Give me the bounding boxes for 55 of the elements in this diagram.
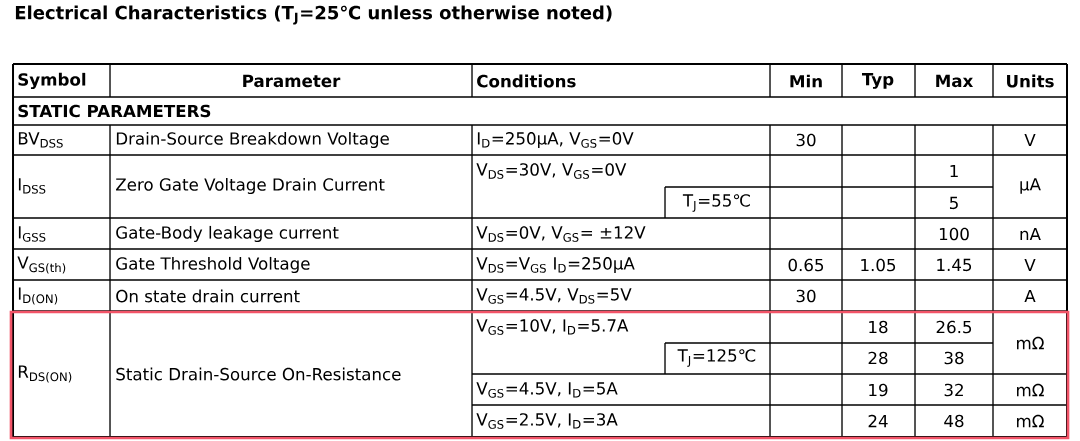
condition-text: V$_{DS}$=30V, V$_{GS}$=0V xyxy=(476,163,627,179)
symbol-text: V$_{GS(th)}$ xyxy=(17,256,66,274)
condition-text: T$_{J}$=125℃ xyxy=(677,349,756,367)
parameter-text: Drain-Source Breakdown Voltage xyxy=(116,131,389,149)
unit-text: mΩ xyxy=(1017,336,1044,350)
column-header: Min xyxy=(790,74,822,88)
value-text: 19 xyxy=(869,383,888,397)
value-text: 30 xyxy=(796,289,816,303)
column-header: Parameter xyxy=(243,74,341,88)
unit-text: V xyxy=(1024,133,1036,147)
condition-text: V$_{GS}$=4.5V, I$_{D}$=5A xyxy=(476,382,618,398)
condition-text: I$_{D}$=250µA, V$_{GS}$=0V xyxy=(477,132,634,148)
unit-text: V xyxy=(1024,258,1036,272)
value-text: 18 xyxy=(869,320,888,334)
unit-text: mΩ xyxy=(1017,414,1044,428)
value-text: 30 xyxy=(796,133,816,147)
condition-text: V$_{GS}$=4.5V, V$_{DS}$=5V xyxy=(476,288,632,304)
title: Electrical Characteristics (T$_{J}$=25℃ unless otherwise noted) xyxy=(15,5,612,25)
value-text: 32 xyxy=(944,383,963,397)
symbol-text: I$_{DSS}$ xyxy=(18,178,46,194)
column-header: Typ xyxy=(862,73,894,89)
value-text: 26.5 xyxy=(936,320,972,334)
parameter-text: On state drain current xyxy=(116,289,300,303)
value-text: 100 xyxy=(939,227,969,241)
column-header: Conditions xyxy=(477,74,576,88)
parameter-text: Zero Gate Voltage Drain Current xyxy=(116,177,385,195)
value-text: 1.05 xyxy=(861,258,896,272)
unit-text: mΩ xyxy=(1017,383,1044,397)
condition-text: V$_{GS}$=2.5V, I$_{D}$=3A xyxy=(476,413,618,429)
parameter-text: Static Drain-Source On-Resistance xyxy=(116,367,401,381)
symbol-text: I$_{GSS}$ xyxy=(18,226,46,242)
section-heading: STATIC PARAMETERS xyxy=(18,104,211,118)
column-header: Units xyxy=(1007,74,1054,88)
value-text: 48 xyxy=(944,414,964,428)
parameter-text: Gate-Body leakage current xyxy=(116,225,339,243)
symbol-text: BV$_{DSS}$ xyxy=(18,132,63,148)
unit-text: nA xyxy=(1020,227,1041,241)
symbol-text: I$_{D(ON)}$ xyxy=(18,287,58,305)
unit-text: A xyxy=(1024,289,1036,303)
condition-text: T$_{J}$=55℃ xyxy=(682,194,750,212)
column-header: Max xyxy=(936,74,974,88)
symbol-text: R$_{DS(ON)}$ xyxy=(18,365,72,383)
condition-text: V$_{DS}$=V$_{GS}$ I$_{D}$=250µA xyxy=(476,257,635,273)
value-text: 1 xyxy=(950,164,958,178)
value-text: 38 xyxy=(944,351,964,365)
unit-text: µA xyxy=(1020,178,1041,194)
value-text: 28 xyxy=(868,351,888,365)
value-text: 5 xyxy=(950,196,958,210)
value-text: 24 xyxy=(868,414,888,428)
parameter-text: Gate Threshold Voltage xyxy=(116,256,310,274)
value-text: 1.45 xyxy=(937,258,972,272)
value-text: 0.65 xyxy=(788,258,824,272)
condition-text: V$_{DS}$=0V, V$_{GS}$= ±12V xyxy=(476,226,646,242)
condition-text: V$_{GS}$=10V, I$_{D}$=5.7A xyxy=(476,319,629,335)
column-header: Symbol xyxy=(18,72,86,90)
